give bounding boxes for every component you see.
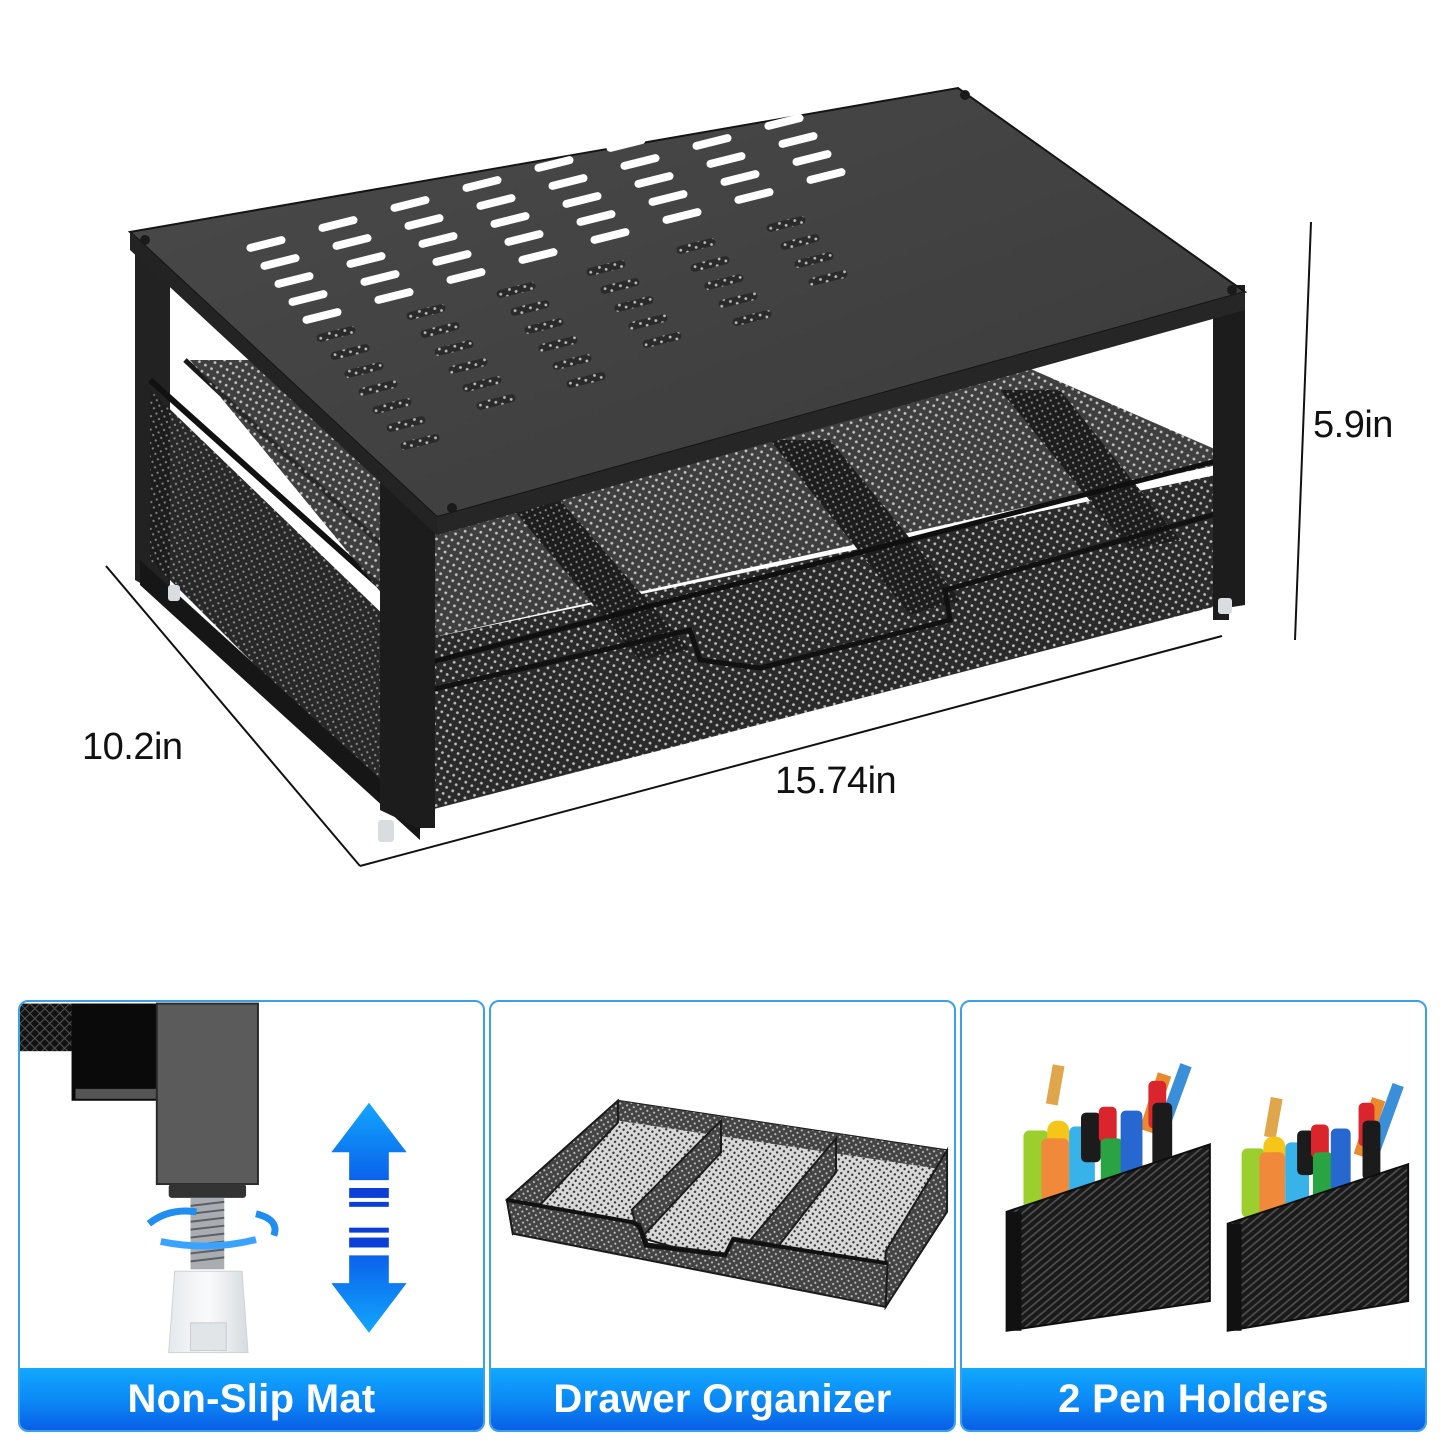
width-dimension-label: 15.74in [775, 760, 897, 802]
desk-organizer-illustration [105, 86, 1312, 867]
shelf-vent-slots [246, 96, 846, 324]
height-dimension-label: 5.9in [1313, 404, 1393, 446]
width-dimension-line [359, 635, 1223, 867]
product-hero: 10.2in 15.74in 5.9in [82, 86, 1393, 867]
feature-panels: Non-Slip Mat [0, 1000, 1445, 1445]
pen-holder-2 [1226, 1082, 1410, 1332]
shelf-vent-slots-mesh [316, 216, 848, 450]
height-dimension-line [1294, 221, 1312, 641]
feature-label-bar: Non-Slip Mat [20, 1368, 483, 1430]
feature-label-bar: Drawer Organizer [491, 1368, 954, 1430]
feature-label-bar: 2 Pen Holders [962, 1368, 1425, 1430]
feature-label: Drawer Organizer [553, 1376, 892, 1421]
feature-panel-non-slip-mat: Non-Slip Mat [18, 1000, 485, 1432]
feature-label: Non-Slip Mat [127, 1376, 376, 1421]
feature-panel-drawer-organizer: Drawer Organizer [489, 1000, 956, 1432]
depth-dimension-label: 10.2in [82, 726, 183, 768]
pen-holder-icon [1005, 1063, 1410, 1332]
mesh-tray-icon [504, 1098, 949, 1311]
pen-holder-1 [1005, 1063, 1211, 1332]
depth-dimension-line [105, 565, 361, 867]
feature-panel-pen-holders: 2 Pen Holders [960, 1000, 1427, 1432]
adjustable-foot-icon [20, 1002, 407, 1354]
feature-label: 2 Pen Holders [1058, 1376, 1329, 1421]
